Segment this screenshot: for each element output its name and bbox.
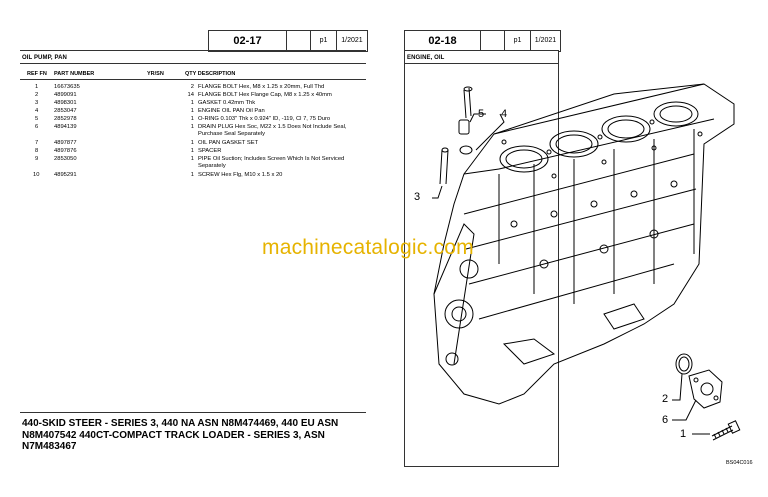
figure-panel [404, 50, 559, 467]
part-number: 2853047 [54, 108, 77, 114]
part-number: 16673635 [54, 84, 80, 90]
part-ref: 6 [35, 124, 39, 130]
left-page-header: 02-17 p1 1/2021 [208, 30, 368, 52]
right-title-rule [404, 63, 559, 64]
left-title-rule [20, 63, 366, 64]
col-qty-desc: QTY DESCRIPTION [185, 71, 236, 77]
part-number: 4897877 [54, 140, 77, 146]
part-ref: 3 [35, 100, 39, 106]
part-qty: 14 [187, 92, 194, 98]
part-desc: GASKET 0.42mm Thk [198, 100, 256, 106]
callout-6: 6 [662, 414, 669, 426]
col-ref-fn: REF FN [27, 71, 47, 77]
right-section-title: ENGINE, OIL [407, 55, 445, 61]
left-header-blank [287, 31, 311, 51]
part-qty: 1 [190, 116, 194, 122]
part-desc: OIL PAN GASKET SET [198, 140, 259, 146]
left-page-code: 02-17 [209, 31, 287, 51]
part-qty: 1 [190, 100, 194, 106]
part-ref: 1 [35, 84, 39, 90]
callout-5: 5 [478, 108, 485, 120]
part-qty: 1 [190, 148, 194, 154]
part-number: 4897876 [54, 148, 77, 154]
model-footer: 440-SKID STEER - SERIES 3, 440 NA ASN N8… [22, 418, 339, 452]
part-number: 4899091 [54, 92, 77, 98]
right-page-number: p1 [505, 31, 531, 51]
part-desc: FLANGE BOLT Hex Flange Cap, M8 x 1.25 x … [198, 92, 332, 98]
right-date: 1/2021 [534, 37, 557, 44]
part-qty: 1 [190, 124, 194, 130]
part-desc: Purchase Seal Separately [198, 131, 266, 137]
part-number: 4894139 [54, 124, 77, 130]
part-ref: 5 [35, 116, 39, 122]
figure-code: BS04C016 [726, 460, 753, 466]
col-part-number: PART NUMBER [54, 71, 95, 77]
watermark-text: machinecatalogic.com [262, 236, 474, 259]
callout-3: 3 [414, 191, 421, 203]
part-desc: PIPE Oil Suction; Includes Screen Which … [198, 156, 345, 162]
right-header-blank [481, 31, 505, 51]
part-ref: 7 [35, 140, 39, 146]
part-qty: 1 [190, 172, 194, 178]
part-ref: 9 [35, 156, 39, 162]
left-page-number: p1 [311, 31, 337, 51]
part-qty: 2 [190, 84, 194, 90]
part-number: 4898301 [54, 100, 77, 106]
part-qty: 1 [190, 156, 194, 162]
left-colhdr-rule [20, 79, 366, 80]
part-desc: SPACER [198, 148, 222, 154]
part-desc: ENGINE OIL PAN Oil Pan [198, 108, 265, 114]
engine-block-illustration [432, 83, 741, 441]
left-top-rule [20, 50, 366, 51]
right-page-header: 02-18 p1 1/2021 [404, 30, 561, 52]
part-number: 4895291 [54, 172, 77, 178]
part-ref: 8 [35, 148, 39, 154]
part-ref: 10 [33, 172, 40, 178]
part-desc: DRAIN PLUG Hex Soc, M22 x 1.5 Does Not I… [198, 124, 347, 130]
left-footer-rule [20, 412, 366, 413]
part-qty: 1 [190, 140, 194, 146]
part-number: 2852978 [54, 116, 77, 122]
part-ref: 2 [35, 92, 39, 98]
left-section-title: OIL PUMP, PAN [22, 55, 67, 61]
part-qty: 1 [190, 108, 194, 114]
callout-1: 1 [680, 428, 687, 440]
part-ref: 4 [35, 108, 39, 114]
part-desc: O-RING 0.103" Thk x 0.924" ID, -119, Cl … [198, 116, 331, 122]
part-desc: SCREW Hex Flg, M10 x 1.5 x 20 [198, 172, 283, 178]
part-desc: Separately [198, 163, 226, 169]
callout-4: 4 [501, 108, 508, 120]
right-page-code: 02-18 [405, 31, 481, 51]
callout-2: 2 [662, 393, 669, 405]
col-yrsn: YR/SN [147, 71, 164, 77]
left-date: 1/2021 [341, 37, 363, 44]
part-number: 2853050 [54, 156, 77, 162]
part-desc: FLANGE BOLT Hex, M8 x 1.25 x 20mm, Full … [198, 84, 325, 90]
